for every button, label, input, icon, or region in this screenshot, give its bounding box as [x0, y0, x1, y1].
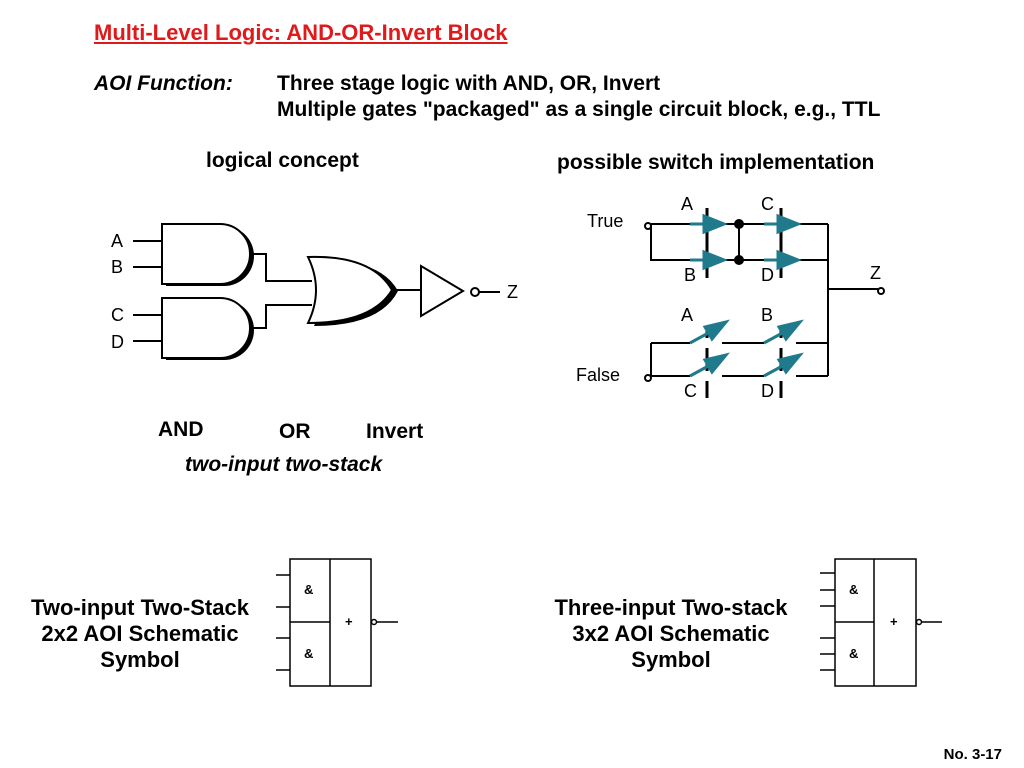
- output-label-z: Z: [507, 282, 518, 302]
- caption-3x2-line-3: Symbol: [631, 647, 711, 672]
- true-label: True: [587, 211, 624, 231]
- caption-3x2-line-1: Three-input Two-stack: [554, 595, 788, 620]
- aoi-line-2: Multiple gates "packaged" as a single ci…: [277, 98, 881, 121]
- switch-label-bottom-b: B: [761, 305, 774, 325]
- caption-3x2-line-2: 3x2 AOI Schematic: [572, 621, 770, 646]
- symbol-2x2-caption: Two-input Two-Stack 2x2 AOI Schematic Sy…: [12, 595, 268, 673]
- z-terminal: [877, 287, 885, 295]
- true-terminal: [644, 222, 652, 230]
- symbol-2x2-and-top: &: [304, 582, 314, 597]
- input-label-d: D: [111, 332, 124, 352]
- false-terminal: [644, 374, 652, 382]
- symbol-3x2-or: +: [890, 614, 898, 629]
- false-label: False: [576, 365, 621, 385]
- inverter-gate: [420, 264, 465, 318]
- stage-label-invert: Invert: [366, 420, 424, 443]
- stage-label-or: OR: [279, 420, 311, 443]
- and-gate-bottom: [161, 297, 251, 359]
- switch-label-top-c: C: [761, 194, 774, 214]
- caption-2x2-line-2: 2x2 AOI Schematic: [41, 621, 239, 646]
- symbol-2x2-or: +: [345, 614, 353, 629]
- and-or-wire-top: [250, 253, 312, 282]
- two-input-two-stack-caption: two-input two-stack: [185, 453, 383, 476]
- input-label-b: B: [111, 257, 124, 277]
- symbol-3x2-caption: Three-input Two-stack 3x2 AOI Schematic …: [532, 595, 810, 673]
- caption-2x2-line-3: Symbol: [100, 647, 180, 672]
- symbol-3x2-and-bottom: &: [849, 646, 859, 661]
- caption-2x2-line-1: Two-input Two-Stack: [31, 595, 249, 620]
- symbol-3x2-and-top: &: [849, 582, 859, 597]
- logical-concept-heading: logical concept: [206, 149, 359, 172]
- input-label-a: A: [111, 231, 124, 251]
- switch-output-z: Z: [870, 263, 881, 283]
- or-gate: [306, 255, 394, 325]
- and-or-wire-bottom: [250, 304, 312, 329]
- switch-impl-heading: possible switch implementation: [557, 151, 875, 174]
- symbol-2x2-and-bottom: &: [304, 646, 314, 661]
- switch-label-top-d: D: [761, 265, 774, 285]
- switch-label-top-b: B: [684, 265, 697, 285]
- input-label-c: C: [111, 305, 124, 325]
- aoi-function-label: AOI Function:: [94, 72, 233, 95]
- switch-label-bottom-d: D: [761, 381, 774, 401]
- switch-label-bottom-a: A: [681, 305, 694, 325]
- switch-label-bottom-c: C: [684, 381, 697, 401]
- aoi-line-1: Three stage logic with AND, OR, Invert: [277, 72, 661, 95]
- switch-label-top-a: A: [681, 194, 694, 214]
- stage-label-and: AND: [158, 418, 204, 441]
- slide-title: Multi-Level Logic: AND-OR-Invert Block: [94, 20, 508, 45]
- page-number: No. 3-17: [943, 746, 1002, 763]
- and-gate-top: [161, 223, 251, 285]
